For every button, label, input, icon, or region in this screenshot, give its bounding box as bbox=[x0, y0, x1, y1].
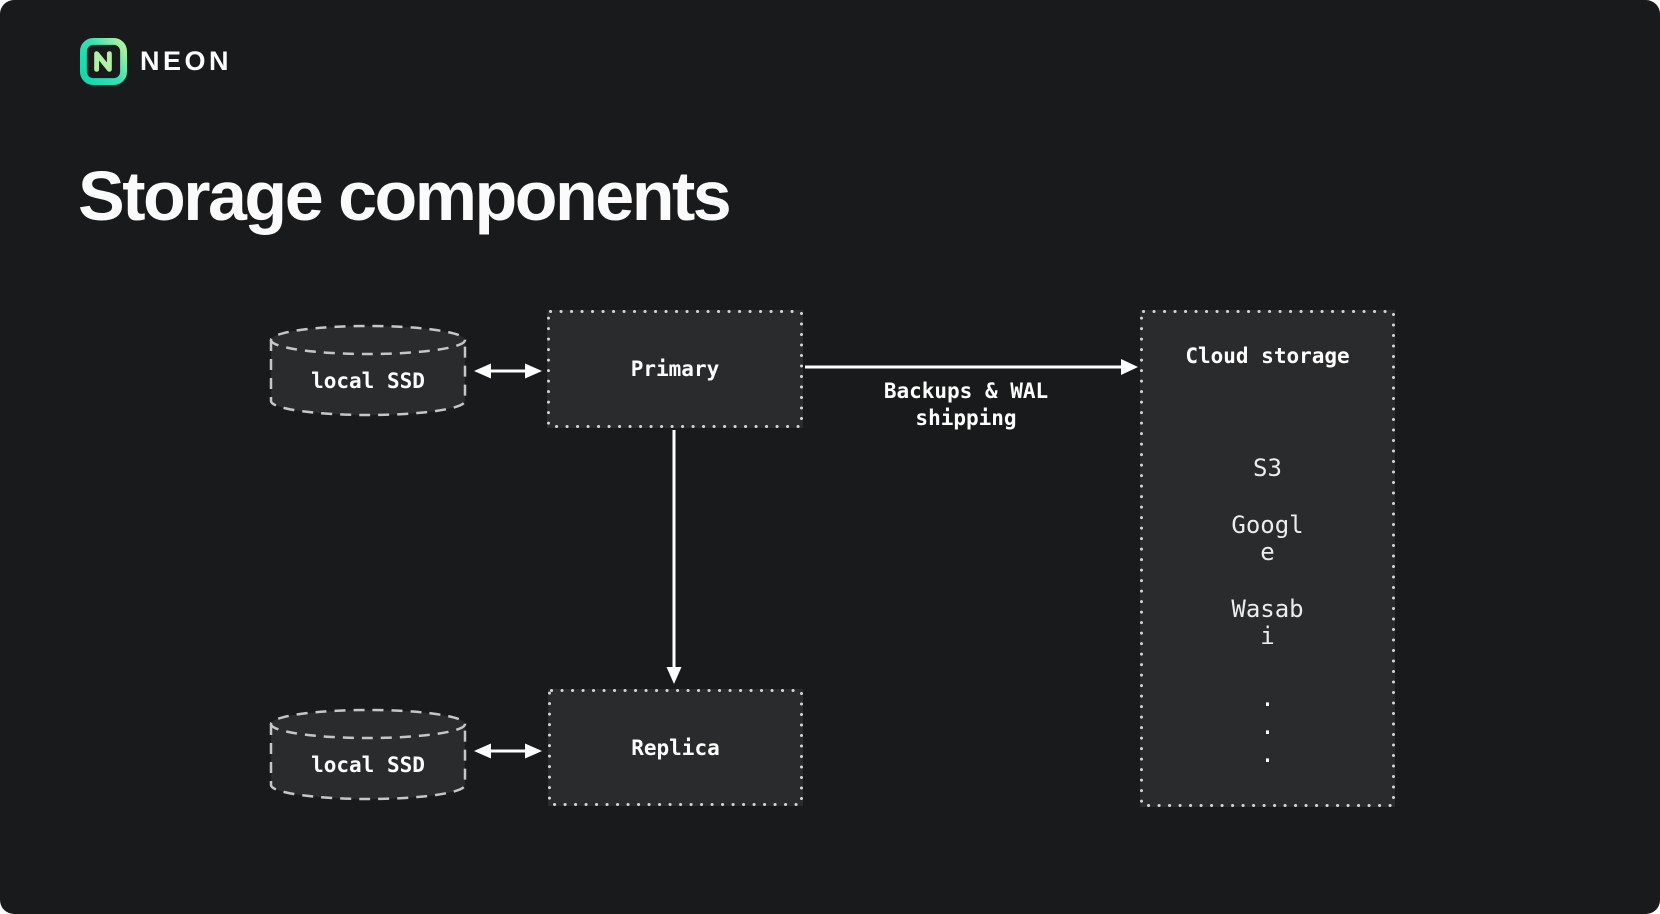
arrow-primary-cloud bbox=[805, 359, 1138, 375]
dotted-border bbox=[547, 310, 803, 428]
primary-label: Primary bbox=[630, 357, 720, 381]
cylinder-shape-icon bbox=[269, 324, 467, 417]
arrow-ssd-replica bbox=[474, 743, 542, 759]
cylinder-shape-icon bbox=[269, 708, 467, 801]
local-ssd-bottom-node: local SSD bbox=[268, 706, 468, 802]
ellipsis-dot: . bbox=[1260, 712, 1275, 740]
local-ssd-bottom-label: local SSD bbox=[311, 753, 425, 777]
cloud-provider-list: S3 Google Wasabi bbox=[1140, 455, 1395, 650]
brand-wordmark: NEON bbox=[140, 46, 233, 76]
local-ssd-top-node: local SSD bbox=[268, 322, 468, 418]
providers-ellipsis: . . . bbox=[1140, 684, 1395, 768]
ellipsis-dot: . bbox=[1260, 684, 1275, 712]
backups-wal-shipping-label: Backups & WAL shipping bbox=[883, 379, 1049, 430]
replica-node: Replica bbox=[548, 689, 803, 806]
arrow-primary-replica bbox=[666, 430, 682, 684]
provider-s3: S3 bbox=[1253, 454, 1282, 482]
primary-node: Primary bbox=[547, 310, 803, 428]
ellipsis-dot: . bbox=[1260, 740, 1275, 768]
page-title: Storage components bbox=[78, 157, 732, 235]
dotted-border bbox=[1140, 310, 1395, 807]
neon-logo-icon bbox=[80, 38, 127, 85]
dotted-border bbox=[548, 689, 803, 806]
brand-header: NEON bbox=[80, 38, 232, 85]
provider-google: Google bbox=[1231, 511, 1304, 566]
cloud-storage-label: Cloud storage bbox=[1185, 344, 1350, 368]
cloud-storage-content: Cloud storage S3 Google Wasabi . . . bbox=[1140, 310, 1395, 807]
cloud-storage-node: Cloud storage S3 Google Wasabi . . . bbox=[1140, 310, 1395, 807]
arrow-ssd-primary bbox=[474, 363, 542, 379]
provider-wasabi: Wasabi bbox=[1231, 595, 1304, 650]
replica-label: Replica bbox=[631, 735, 720, 760]
local-ssd-top-label: local SSD bbox=[311, 369, 425, 393]
